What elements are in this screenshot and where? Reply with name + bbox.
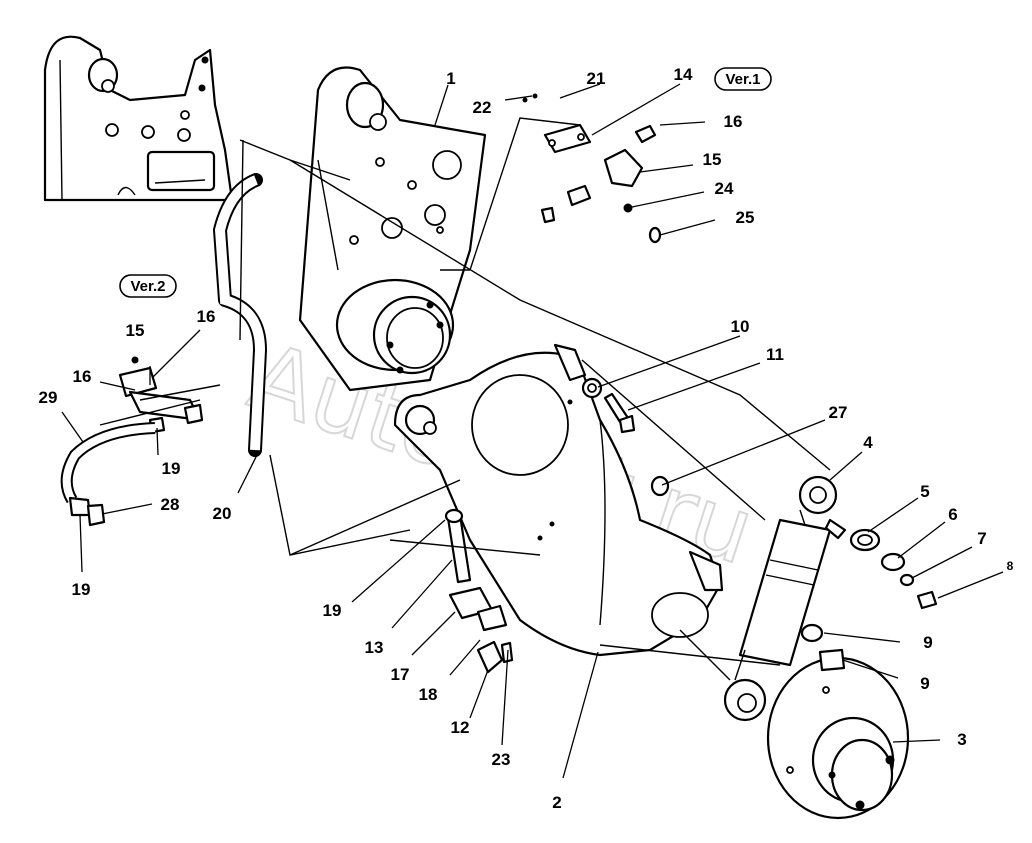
ver2-label: Ver.2	[119, 274, 177, 298]
callout-10: 10	[731, 317, 750, 336]
callout-29: 29	[39, 388, 58, 407]
callout-28: 28	[161, 495, 180, 514]
fittings-9	[800, 623, 846, 672]
callout-19: 19	[323, 601, 342, 620]
callout-1: 1	[446, 69, 455, 88]
callout-17: 17	[391, 665, 410, 684]
callout-3: 3	[957, 730, 966, 749]
pipe-assembly	[444, 508, 514, 674]
callout-2: 2	[552, 793, 561, 812]
shock-absorber	[723, 475, 847, 722]
callout-numbers: 1 2 3 4 5 6 7 8 9 9 10 11 12 13 14 15 16…	[39, 65, 1014, 812]
callout-19-ver2-top: 19	[162, 459, 181, 478]
callout-16-ver2-top: 16	[197, 307, 216, 326]
callout-22: 22	[473, 98, 492, 117]
callout-15-ver2: 15	[126, 321, 145, 340]
swing-arm	[393, 343, 724, 657]
callout-25: 25	[736, 208, 755, 227]
callout-9b: 9	[920, 674, 929, 693]
callout-19-ver2-bottom: 19	[72, 580, 91, 599]
callout-4: 4	[863, 433, 873, 452]
callout-6: 6	[948, 505, 957, 524]
callout-23: 23	[492, 750, 511, 769]
construction-lines	[239, 117, 831, 681]
callout-7: 7	[977, 529, 986, 548]
callout-15: 15	[703, 150, 722, 169]
frame-plate	[298, 66, 487, 392]
callout-12: 12	[451, 718, 470, 737]
callout-9a: 9	[923, 633, 932, 652]
callout-24: 24	[715, 179, 734, 198]
ver1-label: Ver.1	[714, 67, 772, 91]
callout-11: 11	[766, 345, 784, 364]
callout-21: 21	[587, 69, 606, 88]
background-bracket	[43, 35, 234, 202]
callout-14: 14	[674, 65, 693, 84]
bolts-10-11-27	[581, 377, 670, 497]
sensor-bracket-ver2	[99, 356, 221, 434]
wheel-hub	[766, 656, 910, 820]
callout-8: 8	[1007, 559, 1014, 573]
svg-text:Ver.2: Ver.2	[130, 278, 165, 295]
callout-16: 16	[724, 112, 743, 131]
svg-text:Ver.1: Ver.1	[725, 71, 760, 88]
callout-18: 18	[419, 685, 438, 704]
callout-13: 13	[365, 638, 384, 657]
leader-lines	[61, 83, 1004, 779]
hose-29	[60, 422, 156, 527]
hose-20	[213, 173, 267, 457]
sensor-bracket-ver1	[522, 93, 662, 244]
callout-5: 5	[920, 482, 929, 501]
callout-16-ver2-left: 16	[73, 367, 92, 386]
callout-27: 27	[829, 403, 848, 422]
seal-and-washers	[849, 528, 938, 610]
callout-20: 20	[213, 504, 232, 523]
